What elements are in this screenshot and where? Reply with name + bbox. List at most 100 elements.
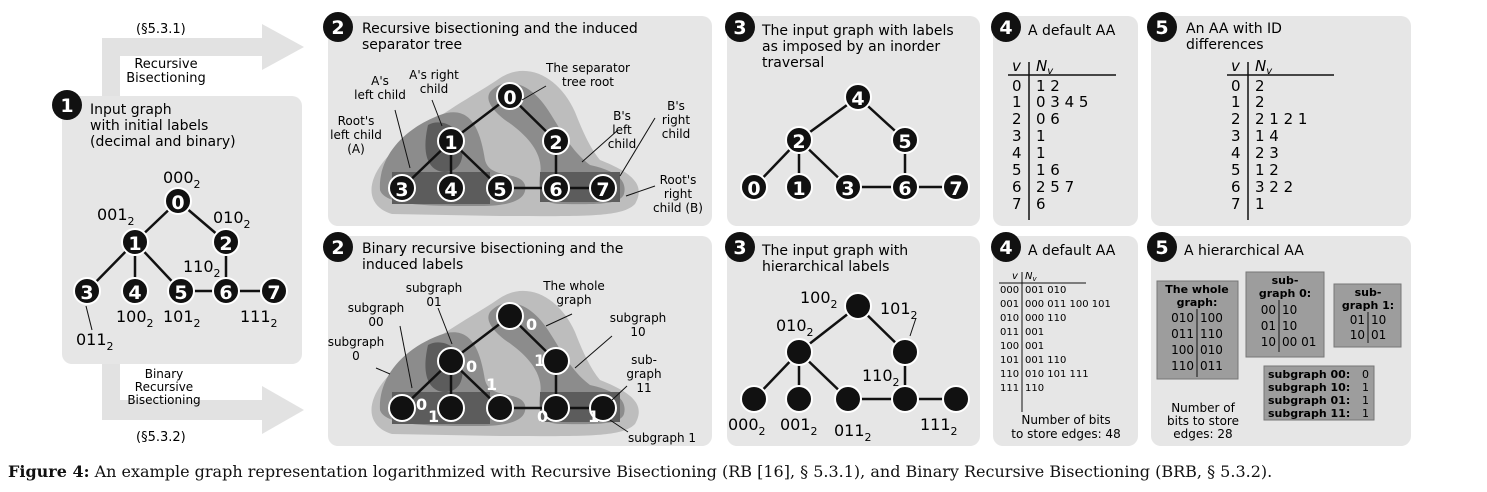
table-cell-n: 010 — [1200, 343, 1223, 357]
graph-node — [740, 385, 768, 413]
graph-node — [891, 338, 919, 366]
annotation-subgraph-11-3: 11 — [636, 381, 651, 395]
node-label: 0102 — [776, 316, 814, 339]
arrow-bottom-label-1: Binary — [145, 367, 184, 381]
svg-text:graph:: graph: — [1177, 296, 1218, 309]
panel-1-nodes: 0 1 2 3 4 5 6 7 — [73, 187, 288, 305]
figure-caption: Figure 4: An example graph representatio… — [8, 460, 1484, 488]
graph-node: 3 — [834, 173, 862, 201]
panel-3b-nodes — [740, 292, 970, 413]
graph-node: 0 — [740, 173, 768, 201]
svg-text:graph 1:: graph 1: — [1342, 299, 1394, 312]
annotation-b-left-2: left — [612, 123, 632, 137]
annotation-a-left-2: left child — [354, 88, 406, 102]
table-cell-n: 01 — [1371, 328, 1386, 342]
graph-node: 3 — [388, 174, 416, 202]
leaf-value: 1 — [1362, 381, 1369, 394]
graph-node: 6 — [542, 174, 570, 202]
panel-1-title-2: with initial labels — [90, 118, 208, 134]
panel-4b-background — [993, 236, 1138, 446]
svg-text:4: 4 — [444, 179, 457, 201]
svg-text:2: 2 — [219, 233, 232, 255]
table-cell-n: 1 — [1255, 195, 1265, 213]
svg-text:1: 1 — [792, 178, 805, 200]
panel-5b-title: A hierarchical AA — [1184, 243, 1304, 259]
svg-text:5: 5 — [898, 131, 911, 153]
svg-text:6: 6 — [898, 178, 911, 200]
table-cell-v: 010 — [1171, 311, 1194, 325]
table-cell-v: 100 — [1000, 341, 1019, 352]
table-cell-n: 2 — [1255, 77, 1265, 95]
annotation-subgraph-10-2: 10 — [630, 325, 645, 339]
graph-node: 2 — [542, 127, 570, 155]
panel-2a-title-2: separator tree — [362, 37, 462, 53]
svg-text:4: 4 — [851, 88, 864, 110]
table-cell-n: 1 2 — [1255, 161, 1279, 179]
table-cell-n: 1 2 — [1036, 77, 1060, 95]
svg-text:7: 7 — [267, 282, 280, 304]
leaf-label: subgraph 00: — [1268, 368, 1350, 381]
svg-text:7: 7 — [949, 178, 962, 200]
panel-3a-title-1: The input graph with labels — [761, 23, 954, 39]
svg-text:5: 5 — [1155, 17, 1168, 39]
annotation-root-left-1: Root's — [338, 114, 375, 128]
annotation-b-left-1: B's — [613, 109, 631, 123]
panel-2b-nodes — [388, 302, 617, 422]
table-cell-v: 000 — [1000, 285, 1019, 296]
table-cell-v: 010 — [1000, 313, 1019, 324]
svg-text:2: 2 — [331, 237, 344, 259]
node-label: 0002 — [163, 168, 201, 191]
table-cell-v: 0 — [1012, 77, 1022, 95]
bit-label: 0 — [466, 357, 477, 376]
leaf-value: 1 — [1362, 394, 1369, 407]
bits-note-2: bits to store — [1167, 414, 1239, 428]
graph-node: 6 — [212, 277, 240, 305]
table-header-n: Nv — [1255, 57, 1273, 77]
svg-text:3: 3 — [733, 237, 746, 259]
table-cell-v: 4 — [1231, 144, 1241, 162]
table-cell-v: 10 — [1350, 328, 1365, 342]
bits-note-1: Number of — [1171, 401, 1235, 415]
table-cell-n: 1 6 — [1036, 161, 1060, 179]
annotation-b-right-3: child — [662, 127, 691, 141]
bit-label: 1 — [486, 375, 497, 394]
leaf-subgraphs-box: subgraph 00:0 subgraph 10:1 subgraph 01:… — [1263, 365, 1375, 421]
node-label: 0012 — [97, 205, 135, 228]
table-cell-v: 110 — [1000, 369, 1019, 380]
svg-text:6: 6 — [549, 179, 562, 201]
table-cell-v: 6 — [1012, 178, 1022, 196]
panel-2a-nodes: 0 1 2 3 4 5 6 7 — [388, 82, 617, 202]
arrow-bottom-label-2: Recursive — [135, 380, 193, 394]
graph-node: 3 — [73, 277, 101, 305]
leaf-label: subgraph 10: — [1268, 381, 1350, 394]
panel-1-title-1: Input graph — [90, 102, 172, 118]
panel-4b-title: A default AA — [1028, 243, 1116, 259]
panel-4a-badge: 4 — [991, 12, 1021, 42]
table-cell-n: 001 — [1025, 341, 1044, 352]
svg-text:3: 3 — [733, 17, 746, 39]
graph-node: 5 — [891, 126, 919, 154]
table-cell-v: 2 — [1231, 110, 1241, 128]
leaf-value: 0 — [1362, 368, 1369, 381]
table-cell-v: 110 — [1171, 359, 1194, 373]
annotation-root-left-3: (A) — [347, 142, 365, 156]
panel-2b-title-2: induced labels — [362, 257, 463, 273]
svg-text:0: 0 — [171, 192, 184, 214]
panel-3b-title-1: The input graph with — [761, 243, 908, 259]
annotation-a-left-1: A's — [371, 74, 389, 88]
table-cell-v: 6 — [1231, 178, 1241, 196]
graph-node: 5 — [167, 277, 195, 305]
table-cell-n: 3 2 2 — [1255, 178, 1293, 196]
svg-text:4: 4 — [999, 237, 1012, 259]
panel-5a-title-2: differences — [1186, 37, 1264, 53]
svg-text:3: 3 — [80, 282, 93, 304]
graph-node: 5 — [486, 174, 514, 202]
table-cell-n: 110 — [1200, 327, 1223, 341]
table-cell-v: 3 — [1012, 127, 1022, 145]
table-cell-v: 011 — [1000, 327, 1019, 338]
graph-node: 7 — [589, 174, 617, 202]
svg-text:5: 5 — [493, 179, 506, 201]
table-cell-n: 001 110 — [1025, 355, 1066, 366]
